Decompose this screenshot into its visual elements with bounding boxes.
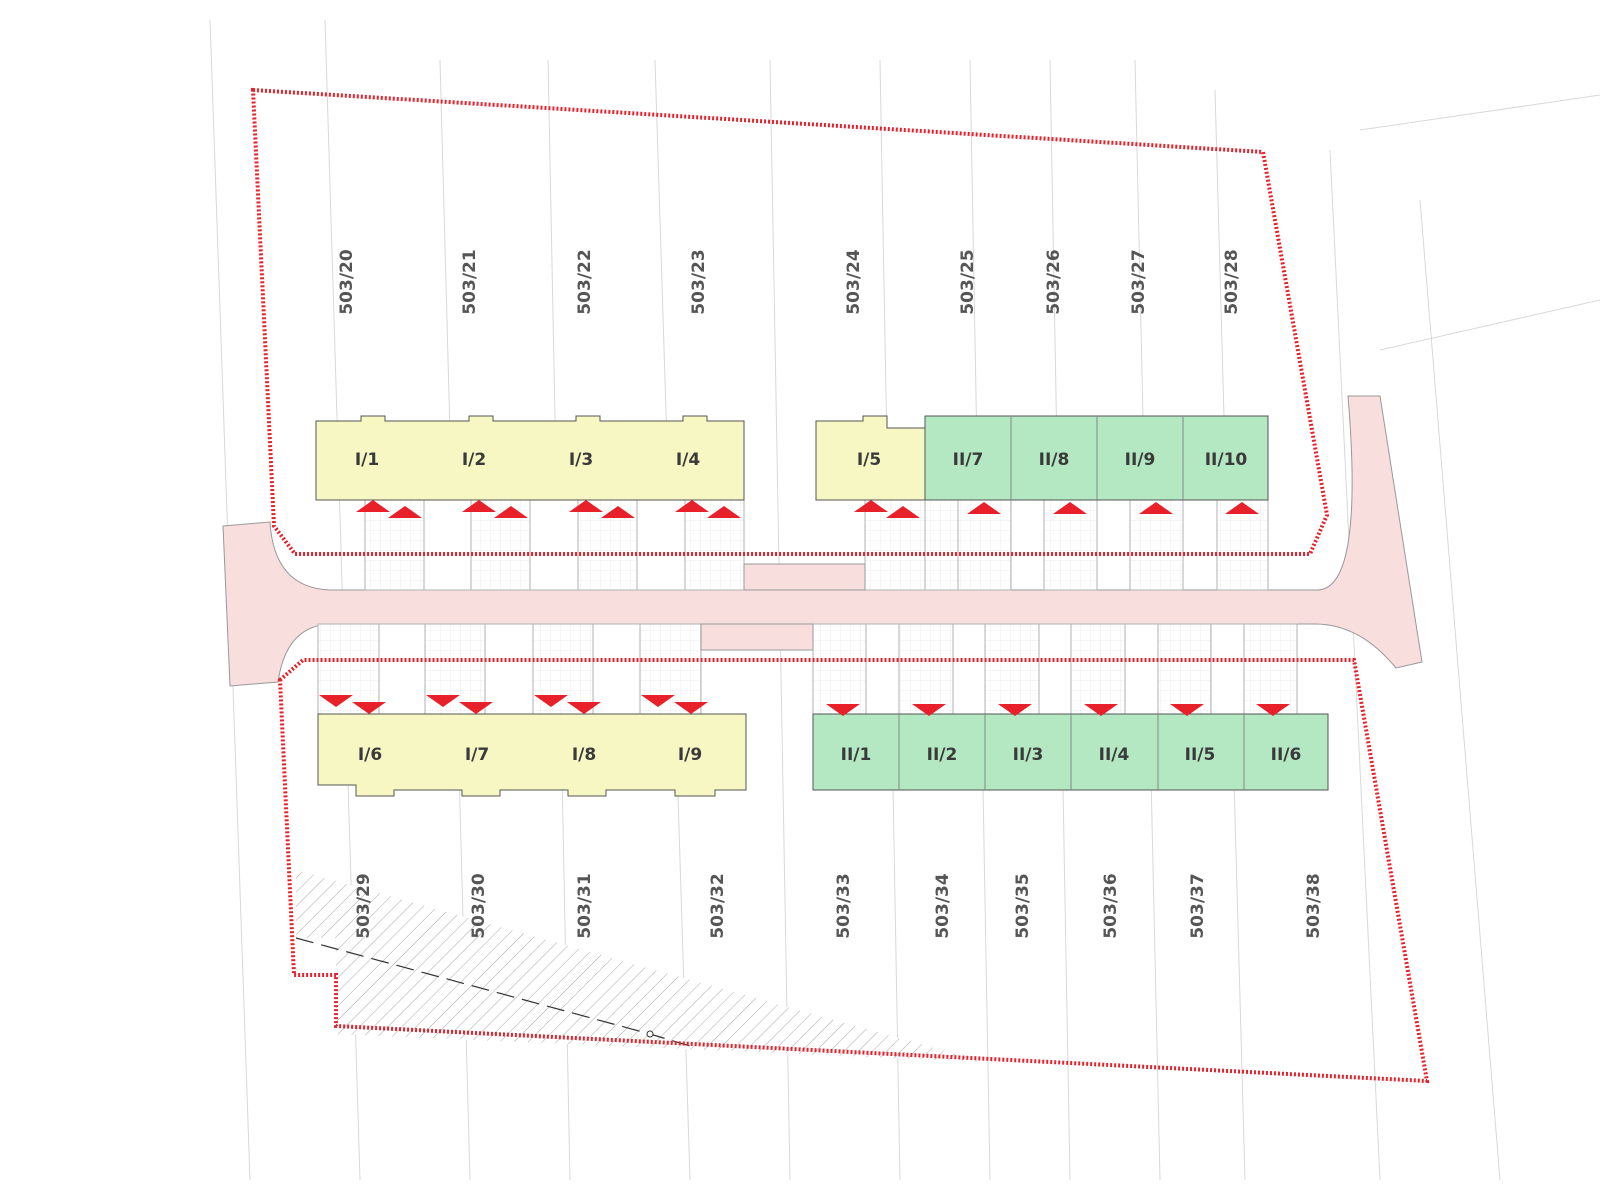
entrance-arrow-icon: [886, 506, 920, 518]
parcel-number: 503/30: [469, 873, 489, 939]
unit-label: I/7: [465, 745, 489, 765]
parcel-number: 503/35: [1013, 873, 1033, 938]
unit-label: I/5: [857, 450, 881, 470]
entrance-arrow-icon: [854, 500, 888, 512]
yard: [865, 623, 900, 715]
yard: [592, 623, 641, 715]
building-block-i-top: [315, 415, 745, 501]
entrance-arrow-icon: [426, 695, 460, 707]
yard: [1038, 623, 1072, 715]
entrance-arrow-icon: [1170, 704, 1204, 716]
entrance-arrow-icon: [641, 695, 675, 707]
yard: [636, 499, 686, 591]
unit-label: I/9: [678, 745, 702, 765]
unit-label: I/2: [462, 450, 486, 470]
entrance-arrow-icon: [675, 500, 709, 512]
yard: [378, 623, 426, 715]
entrance-arrow-icon: [601, 506, 635, 518]
entrance-arrow-icon: [1139, 502, 1173, 514]
unit-label: I/4: [676, 450, 701, 470]
unit-label: II/9: [1125, 450, 1156, 470]
unit-label: II/4: [1099, 745, 1130, 765]
parcel-number: 503/20: [337, 249, 357, 315]
unit-label: II/3: [1013, 745, 1044, 765]
entrance-arrow-icon: [1084, 704, 1118, 716]
parcel-number: 503/36: [1101, 873, 1121, 938]
units: I/1 I/2 I/3 I/4 I/5 II/7 II/8 II/9 II/10I/6 I/7 I/…: [355, 416, 1302, 790]
unit-label: I/1: [355, 450, 379, 470]
entrance-arrow-icon: [534, 695, 568, 707]
yard: [529, 499, 579, 591]
parcel-number: 503/28: [1222, 249, 1242, 314]
entrance-arrow-icon: [388, 506, 422, 518]
entrance-arrow-icon: [319, 695, 353, 707]
entrance-arrow-icon: [352, 702, 386, 714]
parcel-labels: 503/20 503/21 503/22 503/23 503/24 503/25 503/…: [337, 249, 1324, 939]
parcel-number: 503/27: [1129, 249, 1149, 314]
parcel-number: 503/25: [958, 249, 978, 314]
unit-label: II/8: [1039, 450, 1070, 470]
yard: [952, 623, 986, 715]
driveway: [924, 493, 959, 591]
entrance-arrow-icon: [826, 704, 860, 716]
entrance-arrow-icon: [912, 704, 946, 716]
unit-label: II/5: [1185, 745, 1216, 765]
entrance-arrow-icon: [462, 500, 496, 512]
entrance-arrow-icon: [567, 702, 601, 714]
driveways: [317, 493, 1298, 721]
unit-label: II/6: [1271, 745, 1302, 765]
hatched-area: [296, 870, 985, 1062]
unit-label: II/1: [841, 745, 872, 765]
entrance-arrow-icon: [459, 702, 493, 714]
parcel-number: 503/21: [460, 249, 480, 314]
yard: [1124, 623, 1159, 715]
parcel-number: 503/37: [1188, 873, 1208, 938]
parcel-number: 503/33: [834, 873, 854, 938]
parcel-number: 503/23: [689, 249, 709, 314]
unit-label: I/8: [572, 745, 596, 765]
parcel-number: 503/26: [1044, 249, 1064, 314]
building-i5: [815, 415, 926, 501]
building-block-i-bottom: [317, 713, 747, 797]
entrance-arrow-icon: [1256, 704, 1290, 716]
connector: [743, 563, 866, 591]
yard: [1210, 623, 1245, 715]
yard: [423, 499, 472, 591]
entrance-arrow-icon: [998, 704, 1032, 716]
parcel-number: 503/24: [844, 249, 864, 315]
unit-label: II/7: [953, 450, 984, 470]
unit-label: II/2: [927, 745, 958, 765]
entrance-arrow-icon: [1225, 502, 1259, 514]
survey-point: [646, 1030, 654, 1038]
entrance-arrow-icon: [356, 500, 390, 512]
entrance-arrows: [319, 500, 1290, 716]
entrance-arrow-icon: [494, 506, 528, 518]
parcel-number: 503/38: [1304, 873, 1324, 938]
entrance-arrow-icon: [1053, 502, 1087, 514]
parcel-number: 503/32: [708, 873, 728, 938]
entrance-arrow-icon: [674, 702, 708, 714]
yard: [484, 623, 534, 715]
parcel-number: 503/34: [933, 873, 953, 939]
parcel-number: 503/29: [354, 873, 374, 938]
parcel-number: 503/22: [575, 249, 595, 314]
connector: [700, 623, 814, 651]
site-boundary: [250, 87, 1430, 1084]
road: [222, 395, 1423, 687]
unit-label: I/6: [358, 745, 382, 765]
parcel-number: 503/31: [575, 873, 595, 938]
entrance-arrow-icon: [569, 500, 603, 512]
entrance-arrow-icon: [967, 502, 1001, 514]
unit-label: I/3: [569, 450, 593, 470]
entrance-arrow-icon: [707, 506, 741, 518]
unit-label: II/10: [1205, 450, 1248, 470]
